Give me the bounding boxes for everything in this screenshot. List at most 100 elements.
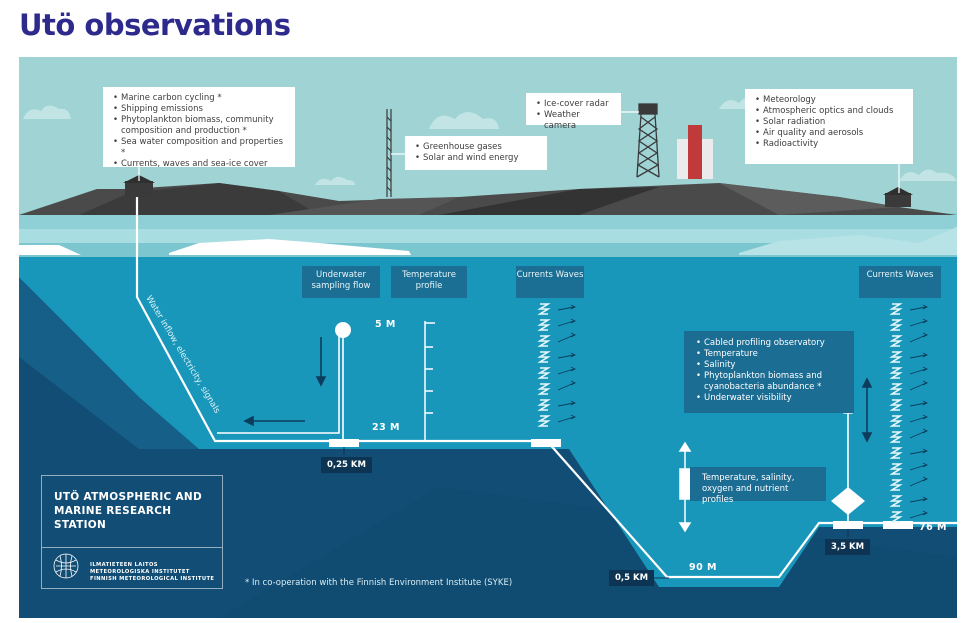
- wave-icon: [537, 335, 551, 347]
- callout-item: Shipping emissions: [113, 104, 285, 115]
- wave-icon: [537, 399, 551, 411]
- wave-icon: [889, 399, 903, 411]
- uto-infographic: Marine carbon cycling * Shipping emissio…: [19, 57, 957, 618]
- current-arrow-icon: [909, 318, 929, 327]
- ice-floe: [19, 245, 81, 255]
- depth-23m: 23 M: [372, 422, 400, 433]
- callout-greenhouse: Greenhouse gases Solar and wind energy: [405, 136, 547, 170]
- depth-90m: 90 M: [689, 562, 717, 573]
- current-arrow-icon: [557, 352, 577, 359]
- list-item: Phytoplankton biomass and cyanobacteria …: [696, 371, 846, 393]
- wave-icon: [889, 511, 903, 523]
- callout-item: Greenhouse gases: [415, 142, 537, 153]
- current-arrow-icon: [909, 428, 929, 439]
- wave-icon: [537, 415, 551, 427]
- hut-left: [125, 181, 153, 197]
- depth-5m: 5 M: [375, 319, 396, 330]
- station-title: UTÖ ATMOSPHERIC AND MARINE RESEARCH STAT…: [54, 490, 202, 532]
- wave-icon: [537, 383, 551, 395]
- callout-item: Atmospheric optics and clouds: [755, 106, 903, 117]
- callout-item: Currents, waves and sea-ice cover: [113, 159, 285, 170]
- callout-item: Ice-cover radar: [536, 99, 611, 110]
- current-arrow-icon: [557, 400, 577, 407]
- tsonp-label: Temperature, salinity, oxygen and nutrie…: [690, 467, 826, 505]
- distance-35km: 3,5 KM: [825, 539, 871, 555]
- wave-icon: [889, 431, 903, 443]
- current-arrow-icon: [909, 380, 929, 391]
- infographic-artwork: [19, 57, 957, 618]
- fmi-line: FINNISH METEOROLOGICAL INSTITUTE: [90, 576, 215, 582]
- cable: [135, 197, 957, 579]
- footnote: * In co-operation with the Finnish Envir…: [245, 578, 513, 588]
- wave-icon: [889, 319, 903, 331]
- current-arrow-icon: [557, 304, 577, 311]
- wave-icon: [889, 351, 903, 363]
- current-arrow-icon: [909, 414, 929, 423]
- current-arrow-icon: [909, 462, 929, 471]
- station-divider: [42, 547, 222, 548]
- marker-35: [833, 521, 863, 529]
- current-arrow-icon: [909, 476, 929, 487]
- wave-icon: [889, 335, 903, 347]
- chimney: [688, 125, 702, 179]
- wave-icon: [537, 367, 551, 379]
- callout-marine: Marine carbon cycling * Shipping emissio…: [103, 87, 295, 170]
- wave-icon: [889, 415, 903, 427]
- current-arrow-icon: [909, 510, 929, 519]
- label-currents-waves-1: Currents Waves: [516, 266, 584, 298]
- wave-icon: [889, 447, 903, 459]
- callout-item: Meteorology: [755, 95, 903, 106]
- current-arrow-icon: [557, 414, 577, 423]
- callout-item: Marine carbon cycling *: [113, 93, 285, 104]
- page-title: Utö observations: [19, 8, 291, 42]
- station-title-line: UTÖ ATMOSPHERIC AND: [54, 491, 203, 503]
- current-arrow-icon: [557, 332, 577, 343]
- ice-floe: [739, 227, 957, 255]
- callout-radar: Ice-cover radar Weather camera: [526, 93, 621, 131]
- marker-025: [329, 439, 359, 447]
- callout-item: Solar radiation: [755, 117, 903, 128]
- callout-item: Sea water composition and properties *: [113, 137, 285, 159]
- label-temperature-profile: Temperature profile: [391, 266, 467, 298]
- wave-icon: [889, 479, 903, 491]
- fmi-line: ILMATIETEEN LAITOS: [90, 562, 158, 568]
- wave-icon: [889, 367, 903, 379]
- currents-column-1: [537, 303, 577, 427]
- current-arrow-icon: [557, 380, 577, 391]
- wave-icon: [889, 303, 903, 315]
- ice-floe: [169, 239, 411, 255]
- current-arrow-icon: [909, 400, 929, 407]
- observatory-diamond: [831, 487, 865, 515]
- label-sampling-flow: Underwater sampling flow: [302, 266, 380, 298]
- callout-item: Solar and wind energy: [415, 153, 537, 164]
- station-title-line: MARINE RESEARCH: [54, 505, 172, 517]
- callout-meteorology: Meteorology Atmospheric optics and cloud…: [745, 89, 913, 164]
- current-arrow-icon: [557, 318, 577, 327]
- fmi-name: ILMATIETEEN LAITOS METEOROLOGISKA INSTIT…: [90, 562, 214, 583]
- radar-tower: [636, 103, 660, 178]
- current-arrow-icon: [909, 366, 929, 375]
- wave-icon: [889, 463, 903, 475]
- wave-icon: [537, 319, 551, 331]
- distance-025km: 0,25 KM: [321, 457, 372, 473]
- callout-item: Phytoplankton biomass, community composi…: [113, 115, 285, 137]
- list-item: Underwater visibility: [696, 393, 846, 404]
- profiling-observatory-list: Cabled profiling observatory Temperature…: [684, 331, 854, 413]
- temperature-profile: [424, 321, 435, 441]
- callout-item: Air quality and aerosols: [755, 128, 903, 139]
- current-arrow-icon: [909, 448, 929, 455]
- wave-icon: [537, 303, 551, 315]
- sampling-buoy: [335, 322, 351, 338]
- station-box: UTÖ ATMOSPHERIC AND MARINE RESEARCH STAT…: [41, 475, 223, 589]
- current-arrow-icon: [909, 496, 929, 503]
- list-item: Cabled profiling observatory: [696, 338, 846, 349]
- label-currents-waves-2: Currents Waves: [859, 266, 941, 298]
- wave-icon: [889, 495, 903, 507]
- fmi-line: METEOROLOGISKA INSTITUTET: [90, 569, 190, 575]
- callout-item: Weather camera: [536, 110, 611, 132]
- wave-icon: [889, 383, 903, 395]
- distance-05km: 0,5 KM: [609, 570, 655, 586]
- current-arrow-icon: [909, 352, 929, 359]
- list-item: Salinity: [696, 360, 846, 371]
- wave-icon: [537, 351, 551, 363]
